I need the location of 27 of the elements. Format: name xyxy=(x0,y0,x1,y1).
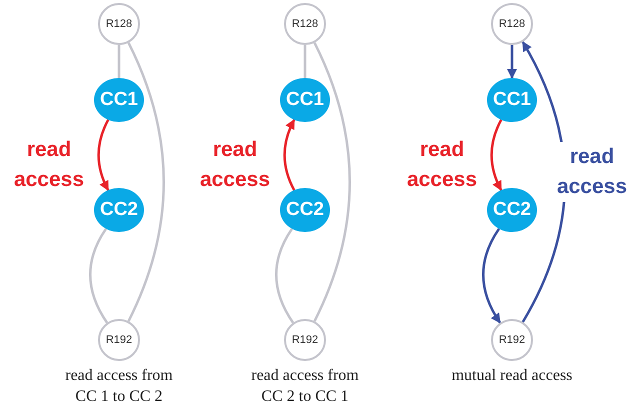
panel-caption: read access from CC 1 to CC 2 xyxy=(64,366,174,407)
r-circle: R128 xyxy=(98,3,140,45)
cc-ellipse: CC2 xyxy=(487,188,537,232)
panel-caption: mutual read access xyxy=(450,366,574,386)
arrow xyxy=(283,118,296,191)
r-circle: R192 xyxy=(284,319,326,361)
panel-caption: read access from CC 2 to CC 1 xyxy=(250,366,360,407)
cc-ellipse: CC1 xyxy=(94,78,144,122)
connector-line xyxy=(313,42,351,322)
connector-line xyxy=(118,45,120,78)
arrow xyxy=(97,119,110,192)
r-circle: R128 xyxy=(491,3,533,45)
edge-label: read access xyxy=(555,142,629,202)
cc-ellipse: CC2 xyxy=(94,188,144,232)
r-circle: R192 xyxy=(98,319,140,361)
cc-ellipse: CC1 xyxy=(280,78,330,122)
arrow xyxy=(490,119,502,192)
r-circle: R192 xyxy=(491,319,533,361)
connector-line xyxy=(127,42,165,322)
r-circle: R128 xyxy=(284,3,326,45)
connector-line xyxy=(89,228,108,324)
cc-ellipse: CC2 xyxy=(280,188,330,232)
arrow xyxy=(507,45,517,79)
connector-line xyxy=(275,228,294,324)
cc-ellipse: CC1 xyxy=(487,78,537,122)
connector-line xyxy=(304,45,306,78)
arrow xyxy=(482,228,502,324)
